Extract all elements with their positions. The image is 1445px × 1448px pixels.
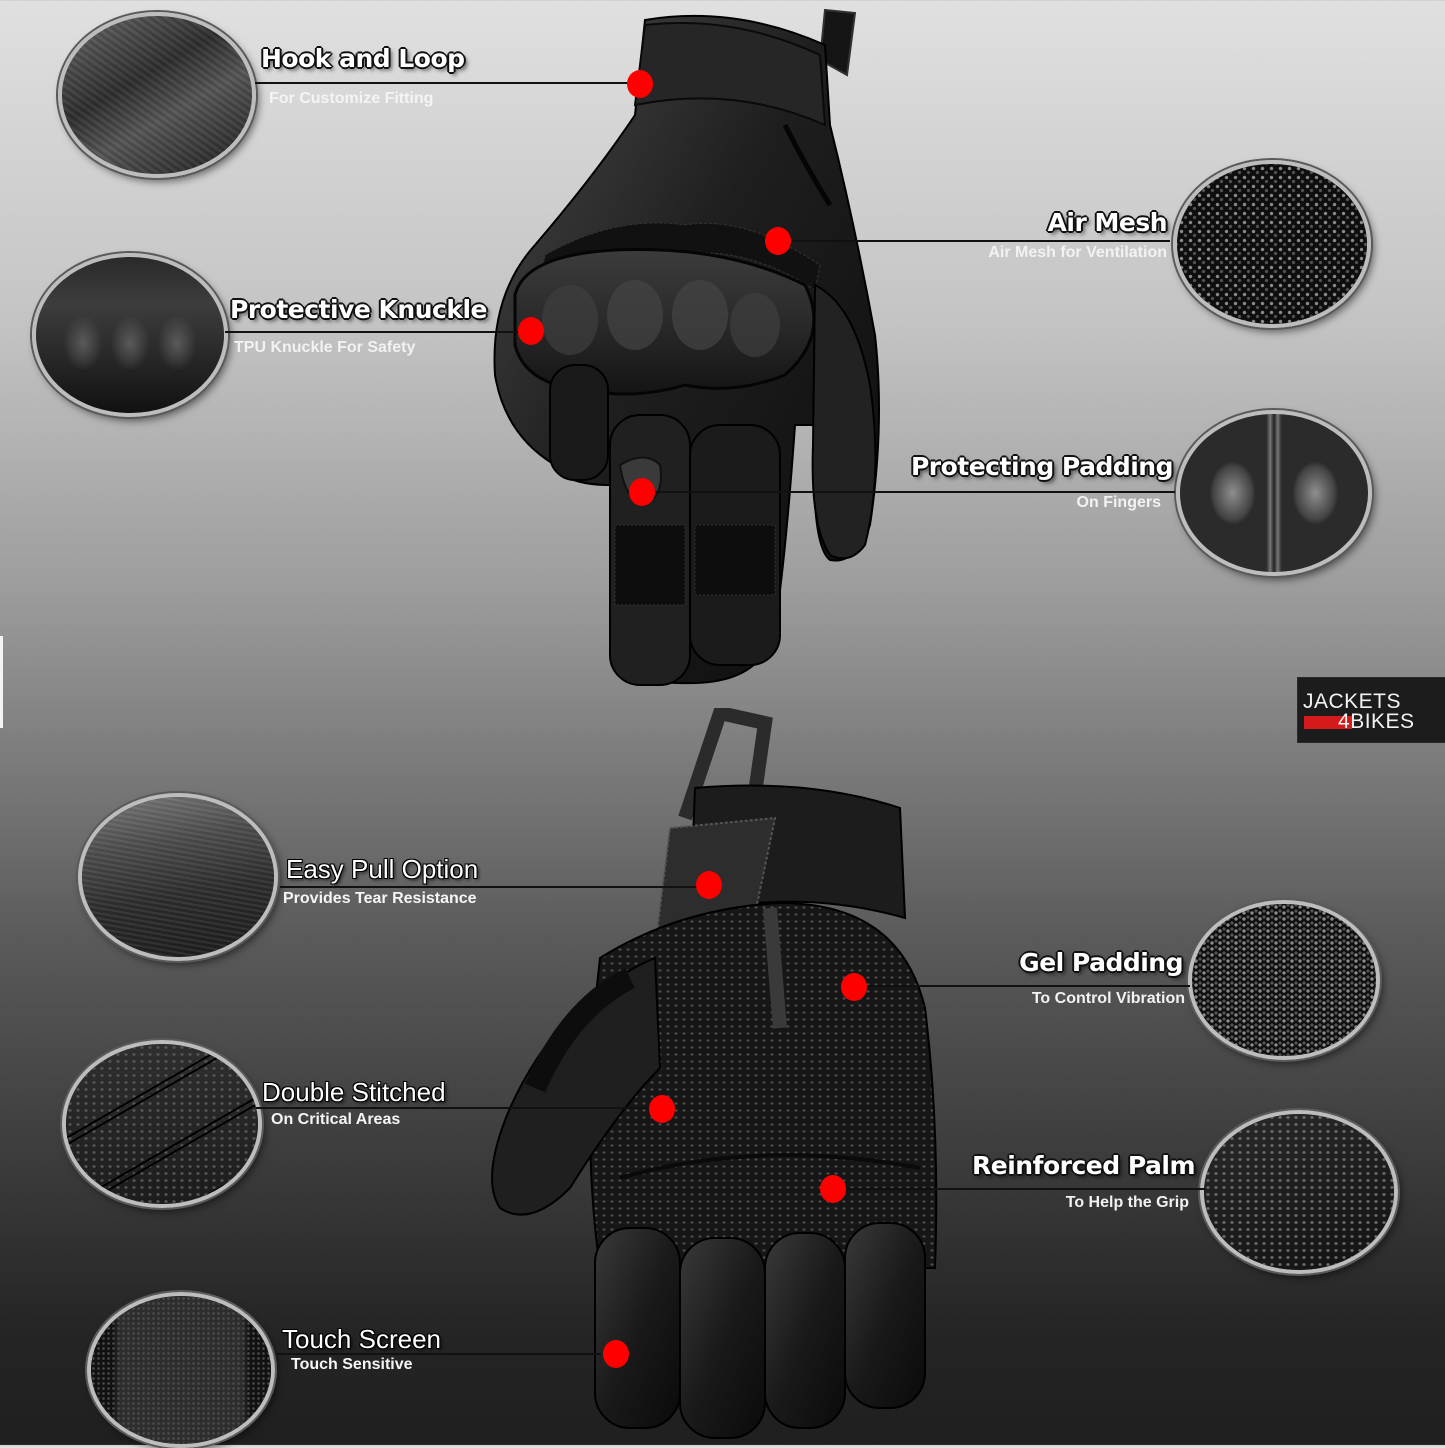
brand-logo-bikes: BIKES bbox=[1350, 710, 1415, 733]
protecting-padding-title: Protecting Padding bbox=[910, 452, 1174, 481]
touch-screen-marker bbox=[603, 1340, 629, 1368]
double-stitched-leader-line bbox=[256, 1107, 656, 1109]
reinforced-palm-marker bbox=[820, 1175, 846, 1203]
easy-pull-title: Easy Pull Option bbox=[286, 854, 479, 884]
air-mesh-title: Air Mesh bbox=[1047, 208, 1168, 237]
air-mesh-leader-line bbox=[790, 240, 1170, 242]
brand-logo-red-bar bbox=[1304, 716, 1352, 729]
air-mesh-marker bbox=[765, 227, 791, 255]
air-mesh-zoom-image bbox=[1173, 160, 1371, 328]
protecting-padding-zoom-image bbox=[1176, 410, 1372, 576]
brand-logo-line1: JACKETS bbox=[1303, 690, 1402, 713]
gel-padding-zoom-image bbox=[1188, 900, 1380, 1060]
protecting-padding-marker bbox=[629, 478, 655, 506]
protective-knuckle-marker bbox=[518, 317, 544, 345]
hook-and-loop-title: Hook and Loop bbox=[261, 44, 465, 73]
hook-and-loop-marker bbox=[627, 70, 653, 98]
gel-padding-marker bbox=[841, 973, 867, 1001]
easy-pull-leader-line bbox=[280, 886, 700, 888]
protective-knuckle-title: Protective Knuckle bbox=[230, 295, 487, 324]
brand-logo-number: 4 bbox=[1338, 710, 1351, 733]
edge-mark bbox=[0, 636, 3, 728]
protective-knuckle-zoom-image bbox=[32, 253, 228, 417]
gel-padding-subtitle: To Control Vibration bbox=[1031, 990, 1185, 1007]
easy-pull-zoom-image bbox=[78, 793, 278, 961]
touch-screen-leader-line bbox=[276, 1353, 601, 1355]
touch-screen-title: Touch Screen bbox=[282, 1324, 441, 1354]
protective-knuckle-subtitle: TPU Knuckle For Safety bbox=[234, 339, 416, 356]
gel-padding-leader-line bbox=[860, 985, 1190, 987]
double-stitched-subtitle: On Critical Areas bbox=[271, 1111, 401, 1128]
double-stitched-zoom-image bbox=[62, 1040, 262, 1208]
double-stitched-marker bbox=[649, 1095, 675, 1123]
reinforced-palm-title: Reinforced Palm bbox=[972, 1151, 1195, 1180]
hook-and-loop-subtitle: For Customize Fitting bbox=[269, 90, 434, 107]
protecting-padding-leader-line bbox=[655, 491, 1175, 493]
hook-and-loop-zoom-image bbox=[58, 12, 256, 178]
reinforced-palm-subtitle: To Help the Grip bbox=[1065, 1194, 1189, 1211]
protective-knuckle-leader-line bbox=[225, 331, 520, 333]
easy-pull-subtitle: Provides Tear Resistance bbox=[283, 890, 477, 907]
reinforced-palm-zoom-image bbox=[1200, 1110, 1398, 1274]
brand-logo: JACKETS 4BIKES bbox=[1297, 677, 1445, 743]
double-stitched-title: Double Stitched bbox=[262, 1077, 446, 1107]
glove-palm-image bbox=[480, 708, 950, 1443]
protecting-padding-subtitle: On Fingers bbox=[1076, 494, 1161, 511]
touch-screen-zoom-image bbox=[87, 1292, 275, 1448]
touch-screen-subtitle: Touch Sensitive bbox=[291, 1356, 413, 1373]
reinforced-palm-leader-line bbox=[840, 1188, 1205, 1190]
air-mesh-subtitle: Air Mesh for Ventilation bbox=[988, 244, 1167, 261]
brand-logo-line2: 4BIKES bbox=[1338, 710, 1415, 734]
hook-and-loop-leader-line bbox=[255, 82, 630, 84]
easy-pull-marker bbox=[696, 871, 722, 899]
gel-padding-title: Gel Padding bbox=[1019, 948, 1183, 977]
glove-back-image bbox=[485, 5, 885, 690]
